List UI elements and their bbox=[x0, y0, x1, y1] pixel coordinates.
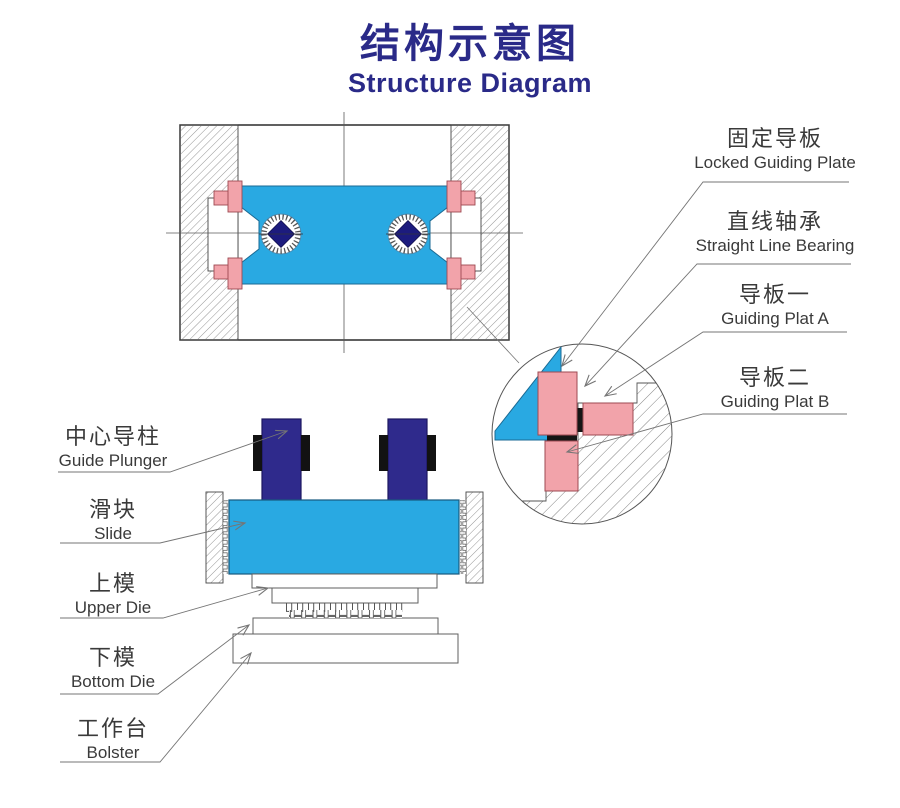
label-guiding-plat-a: 导板一 Guiding Plat A bbox=[685, 282, 865, 329]
die-teeth-lower-row bbox=[289, 610, 402, 618]
leader-straight-line-bearing bbox=[584, 263, 851, 388]
clip-top-right-v bbox=[446, 180, 462, 213]
right-bearing-strip bbox=[460, 500, 466, 574]
label-bolster: 工作台 Bolster bbox=[33, 716, 193, 763]
label-en: Straight Line Bearing bbox=[695, 236, 855, 255]
label-slide: 滑块 Slide bbox=[33, 497, 193, 544]
detail-connector-line bbox=[466, 306, 520, 364]
clip-bottom-left-v bbox=[227, 257, 243, 290]
bolster-plate bbox=[232, 633, 459, 664]
bottom-die-plate bbox=[252, 617, 439, 635]
bearing-strip-horizontal bbox=[547, 435, 577, 441]
punch-teeth-upper-row bbox=[285, 603, 406, 612]
left-bearing-strip bbox=[223, 500, 229, 574]
guiding-plate-clips bbox=[213, 180, 476, 290]
leader-bolster bbox=[60, 651, 252, 763]
upper-die-plate bbox=[251, 573, 438, 589]
label-upper-die: 上模 Upper Die bbox=[33, 571, 193, 618]
label-en: Locked Guiding Plate bbox=[694, 153, 856, 172]
label-zh: 直线轴承 bbox=[726, 209, 823, 234]
right-guide-rail bbox=[465, 491, 484, 584]
label-en: Guiding Plat A bbox=[721, 309, 829, 328]
guiding-plate-b-part bbox=[544, 440, 579, 492]
label-en: Guiding Plat B bbox=[720, 392, 830, 411]
label-zh: 中心导柱 bbox=[64, 424, 161, 449]
top-view-diagram bbox=[166, 112, 523, 353]
label-zh: 下模 bbox=[88, 645, 137, 670]
label-zh: 导板二 bbox=[738, 365, 811, 390]
label-guiding-plat-b: 导板二 Guiding Plat B bbox=[685, 365, 865, 412]
left-guide-rail bbox=[205, 491, 224, 584]
label-zh: 固定导板 bbox=[726, 126, 823, 151]
title-chinese: 结构示意图 bbox=[360, 22, 580, 66]
label-guide-plunger: 中心导柱 Guide Plunger bbox=[33, 424, 193, 471]
locked-guiding-plate-part bbox=[537, 371, 578, 436]
guide-plunger-left bbox=[261, 418, 302, 502]
clip-bottom-right-v bbox=[446, 257, 462, 290]
upper-die-holder bbox=[271, 587, 419, 604]
label-en: Bolster bbox=[86, 743, 140, 762]
label-zh: 工作台 bbox=[76, 716, 149, 741]
side-view-diagram bbox=[205, 418, 484, 664]
title-english: Structure Diagram bbox=[347, 68, 593, 98]
leader-locked-guiding-plate bbox=[561, 181, 849, 368]
guiding-plate-a-part bbox=[582, 402, 634, 436]
label-en: Bottom Die bbox=[70, 672, 156, 691]
leader-bottom-die bbox=[60, 624, 251, 695]
label-zh: 滑块 bbox=[88, 497, 137, 522]
label-bottom-die: 下模 Bottom Die bbox=[33, 645, 193, 692]
leader-guiding-plat-a bbox=[603, 331, 847, 397]
clip-top-left-v bbox=[227, 180, 243, 213]
leader-upper-die bbox=[60, 586, 270, 619]
label-locked-guiding-plate: 固定导板 Locked Guiding Plate bbox=[685, 126, 865, 173]
page-title: 结构示意图 Structure Diagram bbox=[250, 20, 690, 98]
left-bearing bbox=[259, 213, 303, 255]
detail-circle-view bbox=[491, 343, 673, 525]
label-zh: 上模 bbox=[88, 571, 137, 596]
label-en: Guide Plunger bbox=[58, 451, 168, 470]
leader-guiding-plat-b bbox=[565, 413, 847, 454]
plunger-pads bbox=[253, 435, 436, 471]
leader-slide bbox=[60, 520, 247, 544]
label-straight-line-bearing: 直线轴承 Straight Line Bearing bbox=[685, 209, 865, 256]
label-en: Upper Die bbox=[74, 598, 152, 617]
leader-lines bbox=[58, 181, 851, 763]
slide-side-view bbox=[228, 499, 460, 575]
label-zh: 导板一 bbox=[738, 282, 811, 307]
guide-plunger-right bbox=[387, 418, 428, 502]
right-bearing bbox=[386, 213, 430, 255]
label-en: Slide bbox=[94, 524, 132, 543]
bearing-strip-vertical bbox=[577, 408, 583, 432]
leader-guide-plunger bbox=[58, 429, 289, 473]
